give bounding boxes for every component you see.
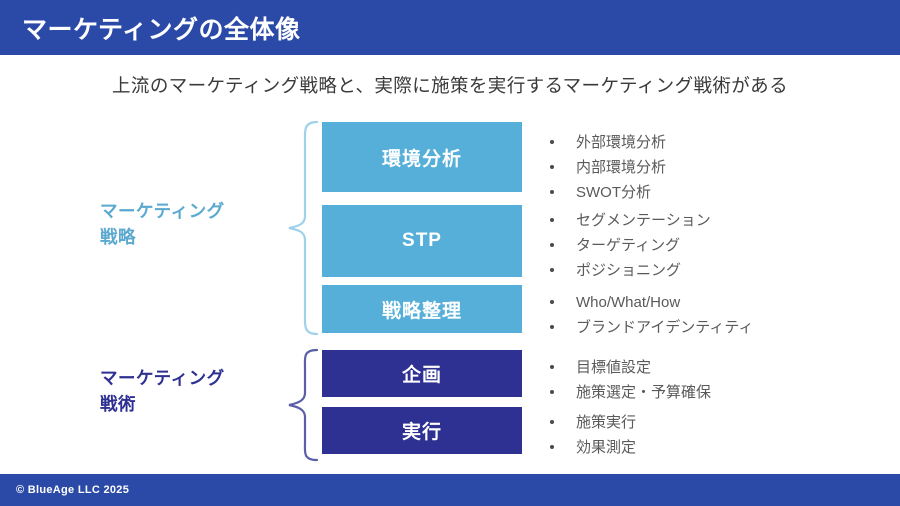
page-title: マーケティングの全体像 (22, 15, 301, 44)
stage-box-label: 環境分析 (381, 148, 462, 170)
stage-box-label: 企画 (401, 365, 442, 386)
group-label-strategy: マーケティング 戦略 (100, 198, 290, 251)
list-item: ターゲティング (546, 233, 876, 258)
stage-box-planning[interactable]: 企画 (322, 350, 522, 397)
group-label-tactics-line1: マーケティング (100, 368, 225, 388)
marketing-overview-diagram: マーケティング 戦略 マーケティング 戦術 環境分析 STP 戦略整理 企画 実… (0, 110, 900, 470)
list-item: 外部環境分析 (546, 130, 876, 155)
slide-header: マーケティングの全体像 (0, 0, 900, 55)
list-item: 施策選定・予算確保 (546, 380, 876, 405)
slide-footer: © BlueAge LLC 2025 (0, 474, 900, 506)
list-item: 効果測定 (546, 435, 876, 460)
bullet-group-environment-analysis: 外部環境分析 内部環境分析 SWOT分析 (546, 130, 876, 205)
stage-box-environment-analysis[interactable]: 環境分析 (322, 122, 522, 192)
group-label-tactics-line2: 戦術 (100, 394, 136, 415)
stage-box-strategy-organization[interactable]: 戦略整理 (322, 285, 522, 333)
group-label-tactics: マーケティング 戦術 (100, 365, 290, 418)
list-item: 目標値設定 (546, 355, 876, 380)
bullet-group-planning: 目標値設定 施策選定・予算確保 (546, 355, 876, 405)
list-item: SWOT分析 (546, 180, 876, 205)
group-label-strategy-line2: 戦略 (100, 227, 136, 248)
group-label-strategy-line1: マーケティング (100, 201, 225, 221)
list-item: Who/What/How (546, 290, 876, 315)
list-item: ブランドアイデンティティ (546, 315, 876, 340)
copyright-text: © BlueAge LLC 2025 (16, 484, 130, 496)
curly-brace-tactics-icon (285, 348, 321, 462)
list-item: ポジショニング (546, 258, 876, 283)
curly-brace-strategy-icon (285, 120, 321, 336)
stage-box-label: 戦略整理 (381, 300, 462, 322)
slide-subtitle: 上流のマーケティング戦略と、実際に施策を実行するマーケティング戦術がある (112, 75, 788, 96)
bullet-group-execution: 施策実行 効果測定 (546, 410, 876, 460)
bullet-group-strategy-organization: Who/What/How ブランドアイデンティティ (546, 290, 876, 340)
list-item: 内部環境分析 (546, 155, 876, 180)
list-item: 施策実行 (546, 410, 876, 435)
bullet-group-stp: セグメンテーション ターゲティング ポジショニング (546, 208, 876, 283)
list-item: セグメンテーション (546, 208, 876, 233)
stage-box-stp[interactable]: STP (322, 205, 522, 277)
stage-box-label: STP (402, 230, 442, 251)
stage-box-execution[interactable]: 実行 (322, 407, 522, 454)
stage-box-label: 実行 (401, 422, 442, 443)
